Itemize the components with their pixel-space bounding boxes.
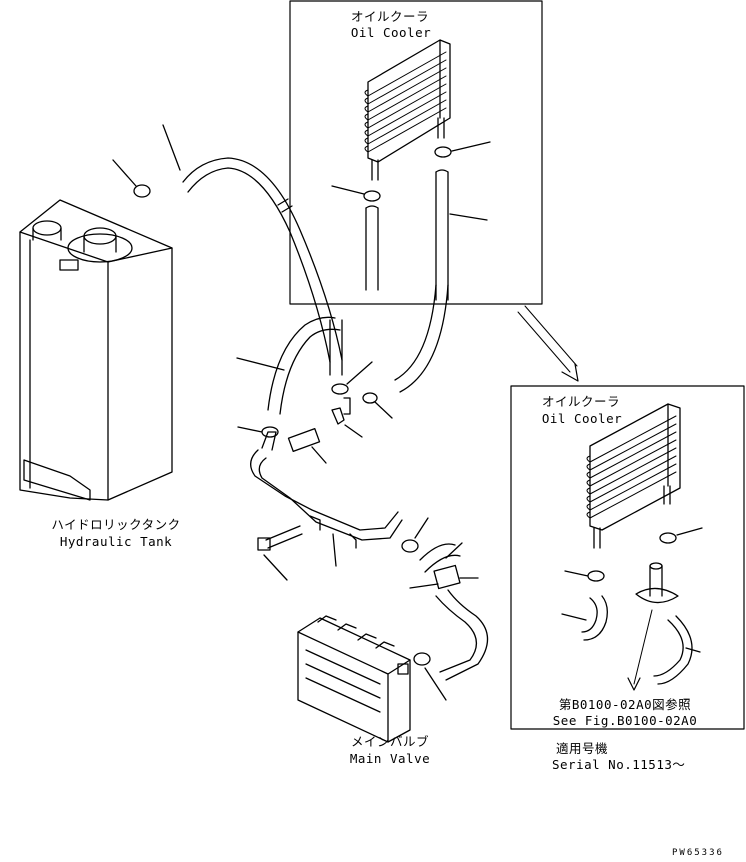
oil-cooler-core-2 bbox=[586, 403, 681, 549]
hydraulic-tank-label-ja: ハイドロリックタンク bbox=[51, 517, 181, 532]
hose-lower bbox=[267, 316, 341, 415]
clamp bbox=[331, 383, 349, 395]
hydraulic-tank-label-en: Hydraulic Tank bbox=[59, 534, 173, 549]
hose bbox=[419, 543, 461, 573]
oil-cooler-detail-box bbox=[289, 0, 543, 305]
oil-cooler-label-ja: オイルクーラ bbox=[350, 9, 429, 24]
clamp bbox=[401, 539, 419, 553]
clamp bbox=[133, 184, 151, 198]
see-fig-label-en: See Fig.B0100-02A0 bbox=[552, 713, 698, 728]
clamp bbox=[659, 532, 677, 544]
hose bbox=[653, 615, 693, 685]
oil-cooler-core bbox=[364, 39, 451, 181]
clamp bbox=[363, 190, 381, 202]
steel-pipe bbox=[250, 431, 403, 549]
main-valve-label-ja: メインバルブ bbox=[350, 734, 429, 749]
hose-upper bbox=[182, 157, 343, 361]
oil-cooler-2-label-en: Oil Cooler bbox=[541, 411, 623, 426]
hose bbox=[435, 589, 489, 681]
hose bbox=[394, 284, 449, 393]
applicable-serial-label-ja: 適用号機 bbox=[556, 741, 609, 756]
clamp bbox=[362, 392, 378, 404]
oil-cooler-label-en: Oil Cooler bbox=[350, 25, 432, 40]
clamp bbox=[413, 652, 431, 666]
bolt bbox=[265, 525, 303, 549]
detail-arrow bbox=[517, 305, 578, 373]
fitting bbox=[649, 565, 663, 597]
hydraulic-tank-drawing bbox=[19, 199, 173, 501]
hose bbox=[435, 171, 449, 301]
hose bbox=[365, 207, 379, 291]
main-valve-drawing bbox=[297, 615, 411, 743]
serial-number-label: Serial No.11513〜 bbox=[552, 757, 686, 772]
hose bbox=[581, 595, 608, 641]
clamp bbox=[587, 570, 605, 582]
drawing-code: PW65336 bbox=[672, 848, 724, 858]
serial-variant-box bbox=[510, 385, 745, 730]
elbow bbox=[331, 397, 351, 425]
joint bbox=[287, 427, 321, 453]
oil-cooler-2-label-ja: オイルクーラ bbox=[541, 394, 620, 409]
main-valve-label-en: Main Valve bbox=[349, 751, 431, 766]
clamp bbox=[434, 146, 452, 158]
see-fig-label-ja: 第B0100-02A0図参照 bbox=[558, 697, 692, 712]
